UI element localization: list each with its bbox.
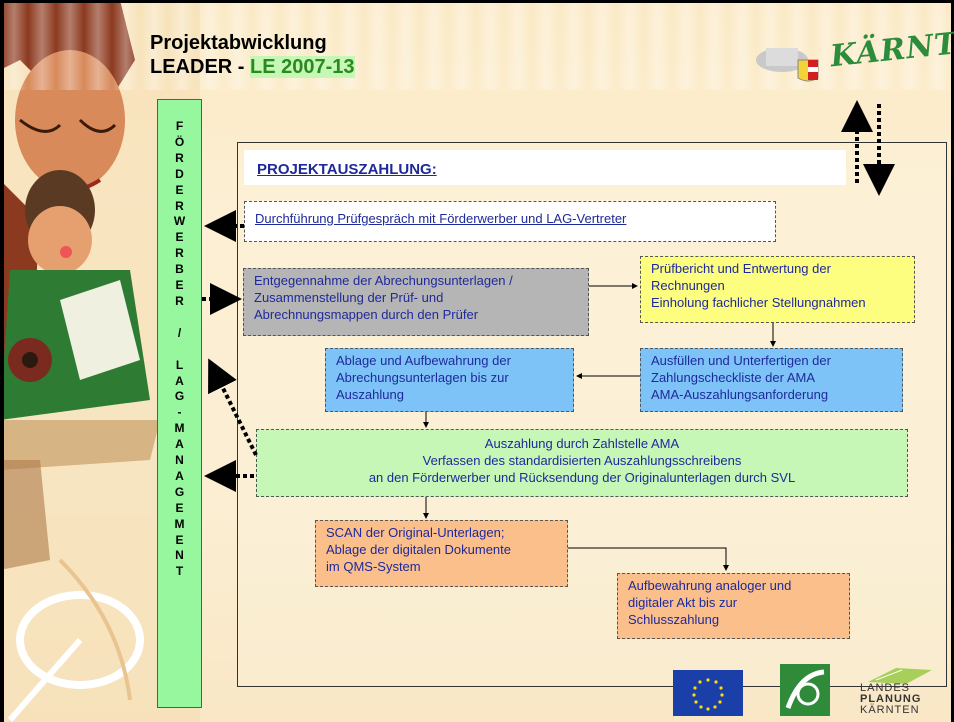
box-scan: SCAN der Original-Unterlagen; Ablage der… — [315, 520, 568, 587]
ablage-line: Abrechungsunterlagen bis zur — [336, 370, 509, 385]
sidebar-letter: R — [175, 198, 184, 213]
landesplanung-logo: LANDES PLANUNG KÄRNTEN — [860, 683, 921, 716]
lp-line3: KÄRNTEN — [860, 704, 920, 716]
pruefbericht-line: Rechnungen — [651, 278, 725, 293]
ausfuellen-line: Ausfüllen und Unterfertigen der — [651, 353, 831, 368]
sidebar-letter: T — [175, 564, 184, 579]
entgegennahme-line: Entgegennahme der Abrechungsunterlagen / — [254, 273, 513, 288]
sidebar-letter: A — [175, 373, 184, 388]
sidebar-letter: M — [174, 516, 185, 531]
box-pruefgespraech: Durchführung Prüfgespräch mit Förderwerb… — [244, 201, 776, 242]
sidebar-letter: A — [175, 437, 184, 452]
leader-logo-icon — [780, 664, 830, 716]
pruefbericht-line: Prüfbericht und Entwertung der — [651, 261, 831, 276]
auszahlung-line: Verfassen des standardisierten Auszahlun… — [422, 453, 742, 468]
aufbewahrung-line: digitaler Akt bis zur — [628, 595, 738, 610]
title-line2: LEADER - LE 2007-13 — [150, 55, 355, 79]
frame-right — [951, 0, 954, 722]
auszahlung-line: Auszahlung durch Zahlstelle AMA — [484, 436, 680, 451]
frame-top — [0, 0, 954, 3]
slide-title: Projektabwicklung LEADER - LE 2007-13 — [150, 31, 355, 79]
ausfuellen-line: Zahlungscheckliste der AMA — [651, 370, 816, 385]
eu-flag-icon — [673, 670, 743, 716]
entgegennahme-line: Abrechnungsmappen durch den Prüfer — [254, 307, 479, 322]
lp-line2: PLANUNG — [860, 693, 922, 705]
sidebar-letter: W — [173, 214, 186, 229]
arrow-scan-aufbewahrung — [568, 547, 729, 571]
sidebar-letter: E — [175, 500, 184, 515]
sidebar-letter: / — [177, 325, 182, 340]
sidebar-letter: L — [175, 357, 184, 372]
ausfuellen-line: AMA-Auszahlungsanforderung — [651, 387, 829, 402]
lp-line1: LANDES — [860, 682, 911, 694]
box-pruefbericht: Prüfbericht und Entwertung der Rechnunge… — [640, 256, 915, 323]
title-accent: LE 2007-13 — [250, 56, 355, 78]
box-entgegennahme: Entgegennahme der Abrechungsunterlagen /… — [243, 268, 589, 336]
entgegennahme-line: Zusammenstellung der Prüf- und — [254, 290, 444, 305]
scan-line: im QMS-System — [326, 559, 421, 574]
sidebar-letter: R — [175, 293, 184, 308]
box-ausfuellen: Ausfüllen und Unterfertigen der Zahlungs… — [640, 348, 903, 412]
ablage-line: Ablage und Aufbewahrung der — [336, 353, 511, 368]
sidebar-letter: R — [175, 150, 184, 165]
sidebar-letter: G — [174, 484, 185, 499]
scan-line: SCAN der Original-Unterlagen; — [326, 525, 505, 540]
sidebar-letter: R — [175, 246, 184, 261]
landesplanung-roof-icon — [868, 668, 932, 684]
box-aufbewahrung: Aufbewahrung analoger und digitaler Akt … — [617, 573, 850, 639]
sidebar-letter: Ö — [174, 134, 185, 149]
sidebar-letter: E — [175, 182, 184, 197]
aufbewahrung-line: Aufbewahrung analoger und — [628, 578, 792, 593]
auszahlung-line: an den Förderwerber und Rücksendung der … — [368, 470, 796, 485]
section-header: PROJEKTAUSZAHLUNG: — [257, 161, 437, 178]
pruefbericht-line: Einholung fachlicher Stellungnahmen — [651, 295, 866, 310]
sidebar-letter: E — [175, 278, 184, 293]
aufbewahrung-line: Schlusszahlung — [628, 612, 720, 627]
sidebar-letter: F — [175, 119, 184, 133]
sidebar-letter: N — [175, 548, 184, 563]
sidebar-letter: E — [175, 532, 184, 547]
sidebar-letter: A — [175, 468, 184, 483]
header-box — [244, 150, 846, 185]
scan-line: Ablage der digitalen Dokumente — [326, 542, 512, 557]
title-line1: Projektabwicklung — [150, 32, 327, 54]
sidebar-letter: D — [175, 166, 184, 181]
sidebar-letter: B — [175, 262, 184, 277]
kaernten-coat-of-arms-icon — [756, 48, 819, 82]
sidebar-letter: - — [177, 405, 182, 420]
frame-left — [0, 0, 4, 722]
box-ablage: Ablage und Aufbewahrung der Abrechungsun… — [325, 348, 574, 412]
box-auszahlung: Auszahlung durch Zahlstelle AMA Verfasse… — [256, 429, 908, 497]
title-prefix: LEADER - — [150, 56, 250, 78]
sidebar-letter: G — [174, 389, 185, 404]
sidebar-letter: E — [175, 230, 184, 245]
ablage-line: Auszahlung — [336, 387, 404, 402]
arrow-auszahlung-to-sidebar-diag — [208, 358, 258, 456]
sidebar-letter: N — [175, 453, 184, 468]
sidebar-letter: M — [174, 421, 185, 436]
header-band — [0, 0, 954, 90]
